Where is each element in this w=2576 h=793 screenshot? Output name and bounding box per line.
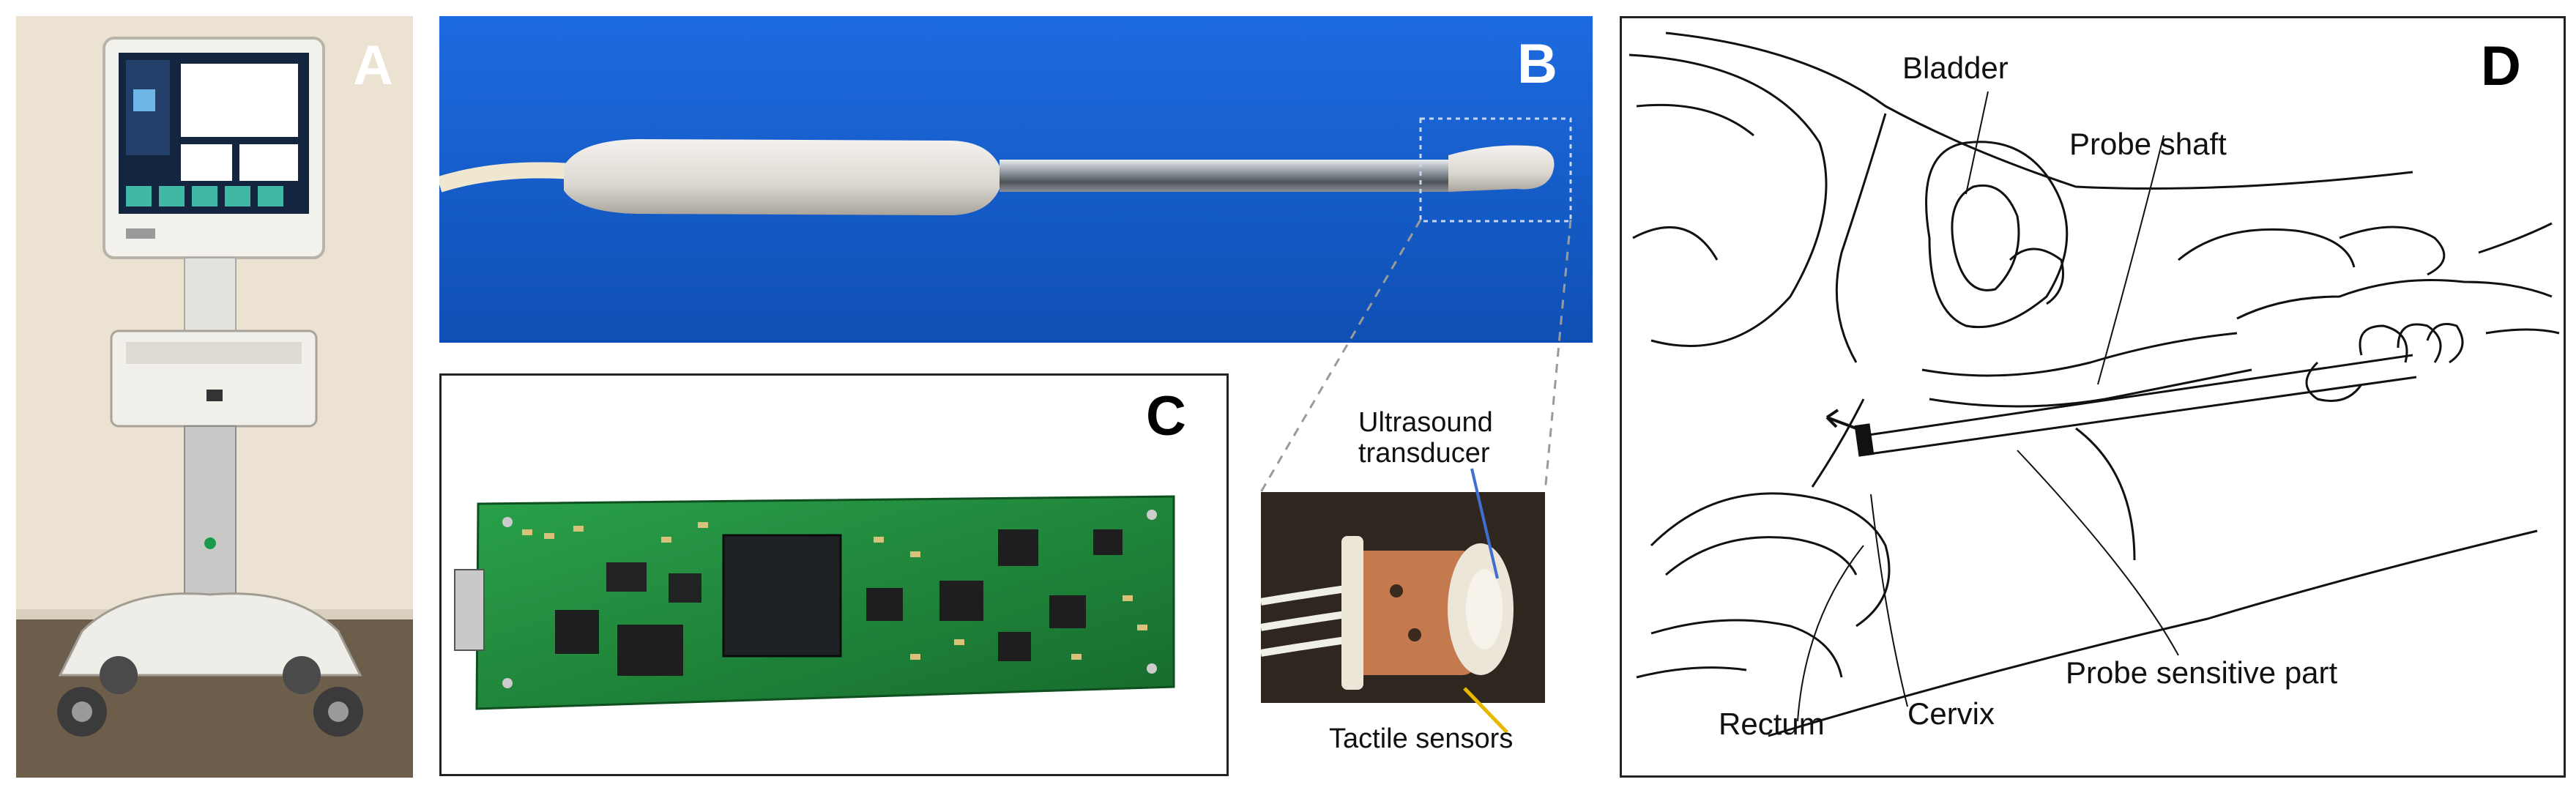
label-cervix: Cervix — [1907, 696, 1995, 731]
label-probe-shaft: Probe shaft — [2069, 127, 2227, 161]
label-ultrasound-transducer-line2: transducer — [1358, 438, 1490, 469]
probe-illustration — [439, 16, 1593, 343]
cart-device-illustration — [16, 16, 413, 778]
panel-label-d: D — [2481, 35, 2521, 97]
label-tactile-sensors: Tactile sensors — [1329, 723, 1514, 754]
label-bladder: Bladder — [1902, 51, 2009, 85]
probe-tip-closeup-photo — [1261, 492, 1545, 703]
panel-c-circuit-board: C — [439, 373, 1229, 776]
label-rectum: Rectum — [1719, 707, 1825, 741]
pcb-illustration — [454, 495, 1175, 710]
panel-b-probe-photo: B — [439, 16, 1593, 343]
label-ultrasound-transducer-line1: Ultrasound — [1358, 407, 1493, 438]
label-probe-sensitive-part: Probe sensitive part — [2066, 655, 2338, 690]
probe-tip-illustration — [1261, 492, 1545, 703]
panel-a-cart-photo: A — [16, 16, 413, 778]
panel-label-a: A — [353, 34, 393, 97]
panel-label-b: B — [1517, 33, 1557, 95]
anatomy-line-drawing — [1628, 31, 2560, 737]
panel-d-anatomy-diagram: D Bladder Probe shaft Rectum Cervix Prob… — [1620, 16, 2566, 778]
panel-label-c: C — [1146, 385, 1186, 447]
